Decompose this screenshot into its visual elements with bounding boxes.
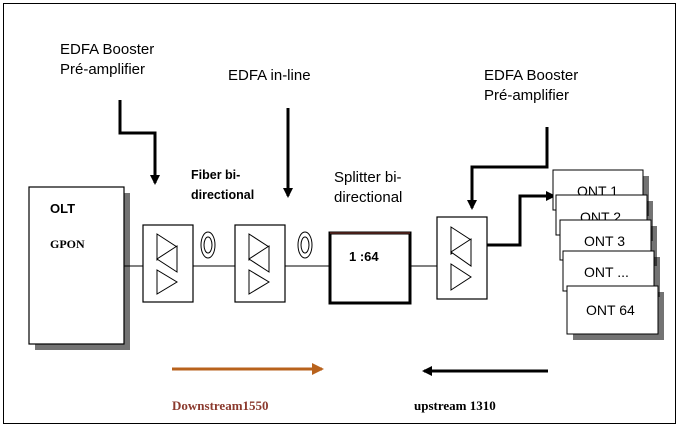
ont-label: ONT 1 bbox=[577, 184, 618, 195]
olt-box bbox=[28, 186, 130, 350]
ont-label: ONT 3 bbox=[584, 233, 625, 249]
olt-subtitle: GPON bbox=[50, 237, 85, 251]
edfa-inline-label: EDFA in-line bbox=[228, 67, 311, 84]
splitter-box bbox=[328, 231, 412, 305]
edfa-right-label: EDFA Booster Pré-amplifier bbox=[484, 67, 579, 104]
ont-label: ONT 2 bbox=[580, 210, 621, 220]
edfa-left-pointer-arrow bbox=[118, 100, 160, 185]
ont-feed-arrow bbox=[487, 191, 556, 247]
fiber-coil-icon bbox=[297, 231, 313, 259]
ont-stack bbox=[552, 169, 664, 340]
ont-label: ONT 64 bbox=[586, 302, 635, 318]
edfa-left-label: EDFA Booster Pré-amplifier bbox=[60, 41, 155, 78]
edfa-right-pointer-arrow bbox=[467, 127, 549, 210]
olt-title: OLT bbox=[50, 201, 76, 216]
upstream-label: upstream 1310 bbox=[414, 398, 496, 413]
edfa-right-amplifier bbox=[436, 216, 488, 300]
splitter-label: Splitter bi- directional bbox=[334, 169, 403, 206]
splitter-ratio: 1 :64 bbox=[349, 249, 379, 264]
ont-label: ONT ... bbox=[584, 264, 629, 278]
ont-box bbox=[566, 285, 664, 340]
fiber-coil-icon bbox=[200, 231, 216, 259]
fiber-label: Fiber bi- directional bbox=[191, 168, 255, 202]
edfa-inline-amplifier bbox=[234, 224, 286, 303]
downstream-label: Downstream1550 bbox=[172, 398, 269, 413]
edfa-left-amplifier bbox=[142, 224, 194, 303]
